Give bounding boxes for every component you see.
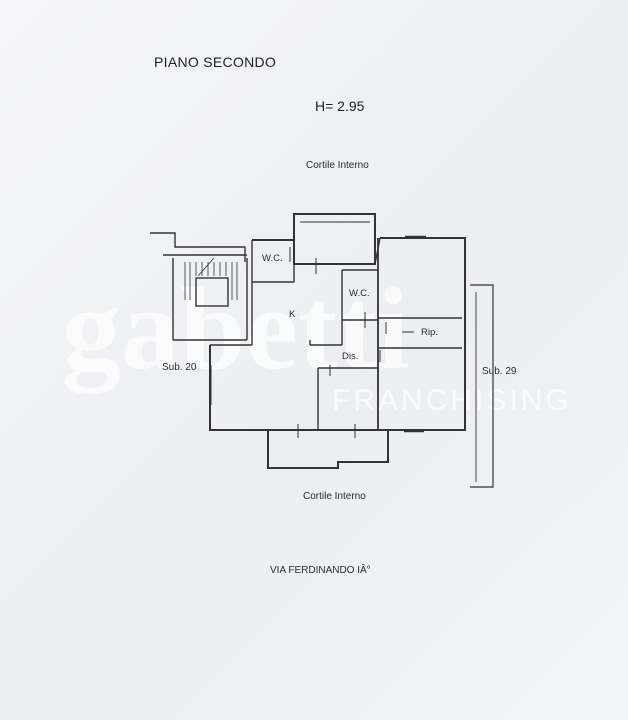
unit-right-label: Sub. 29 [482, 366, 517, 377]
plan-walls [150, 213, 494, 488]
unit-left-label: Sub. 20 [162, 362, 197, 373]
room-wc-1: W.C. [262, 253, 283, 264]
room-wc-2: W.C. [349, 288, 370, 299]
courtyard-top-label: Cortile Interno [306, 160, 369, 171]
watermark-tagline: FRANCHISING [332, 384, 572, 417]
ceiling-height: H= 2.95 [315, 98, 365, 114]
room-hallway: Dis. [342, 351, 359, 362]
address-label: VIA FERDINANDO IÂ° [270, 565, 371, 576]
courtyard-bottom-label: Cortile Interno [303, 491, 366, 502]
room-storage: Rip. [421, 327, 438, 338]
floor-title: PIANO SECONDO [154, 54, 277, 70]
room-kitchen: K [289, 309, 296, 320]
watermark-brand: gabetti [62, 263, 409, 394]
